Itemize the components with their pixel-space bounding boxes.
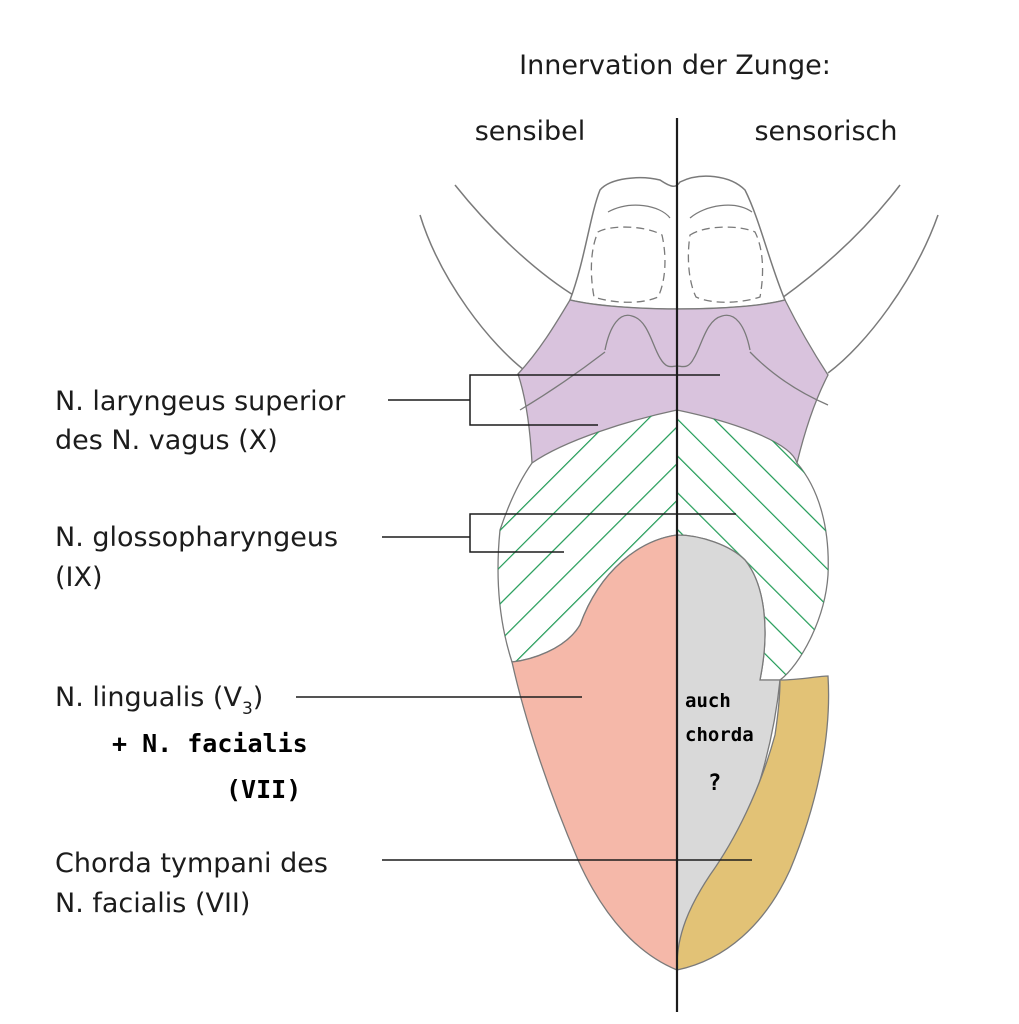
diagram-title: Innervation der Zunge:: [519, 50, 831, 81]
handwritten-chorda-line2: chorda: [685, 724, 754, 746]
label-chorda-line1: Chorda tympani des: [55, 848, 328, 879]
epiglottis-detail: [607, 204, 753, 219]
label-lingualis-main: N. lingualis (V: [55, 682, 242, 713]
label-lingualis: N. lingualis (V3): [55, 682, 263, 719]
column-header-sensibel: sensibel: [475, 116, 586, 147]
label-lingualis-subscript: 3: [242, 699, 253, 719]
label-chorda-line2: N. facialis (VII): [55, 888, 250, 919]
column-header-sensorisch: sensorisch: [754, 116, 897, 147]
region-lingualis: [511, 534, 678, 971]
region-glossopharyngeus: [497, 409, 829, 681]
handwritten-facialis-line2: (VII): [226, 775, 301, 804]
leader-lines: [296, 374, 752, 861]
label-laryngeus-line1: N. laryngeus superior: [55, 386, 346, 417]
label-lingualis-close: ): [253, 682, 264, 713]
label-laryngeus-line2: des N. vagus (X): [55, 425, 278, 456]
pharynx-outline: [419, 184, 939, 374]
handwritten-chorda-line1: auch: [685, 690, 731, 712]
tonsil-outlines: [590, 226, 764, 303]
handwritten-facialis-line1: + N. facialis: [112, 729, 308, 758]
label-glossopharyngeus-line1: N. glossopharyngeus: [55, 522, 338, 553]
handwritten-question-mark: ?: [708, 771, 721, 796]
label-glossopharyngeus-line2: (IX): [55, 562, 103, 593]
region-chorda-tympani: [676, 675, 830, 971]
